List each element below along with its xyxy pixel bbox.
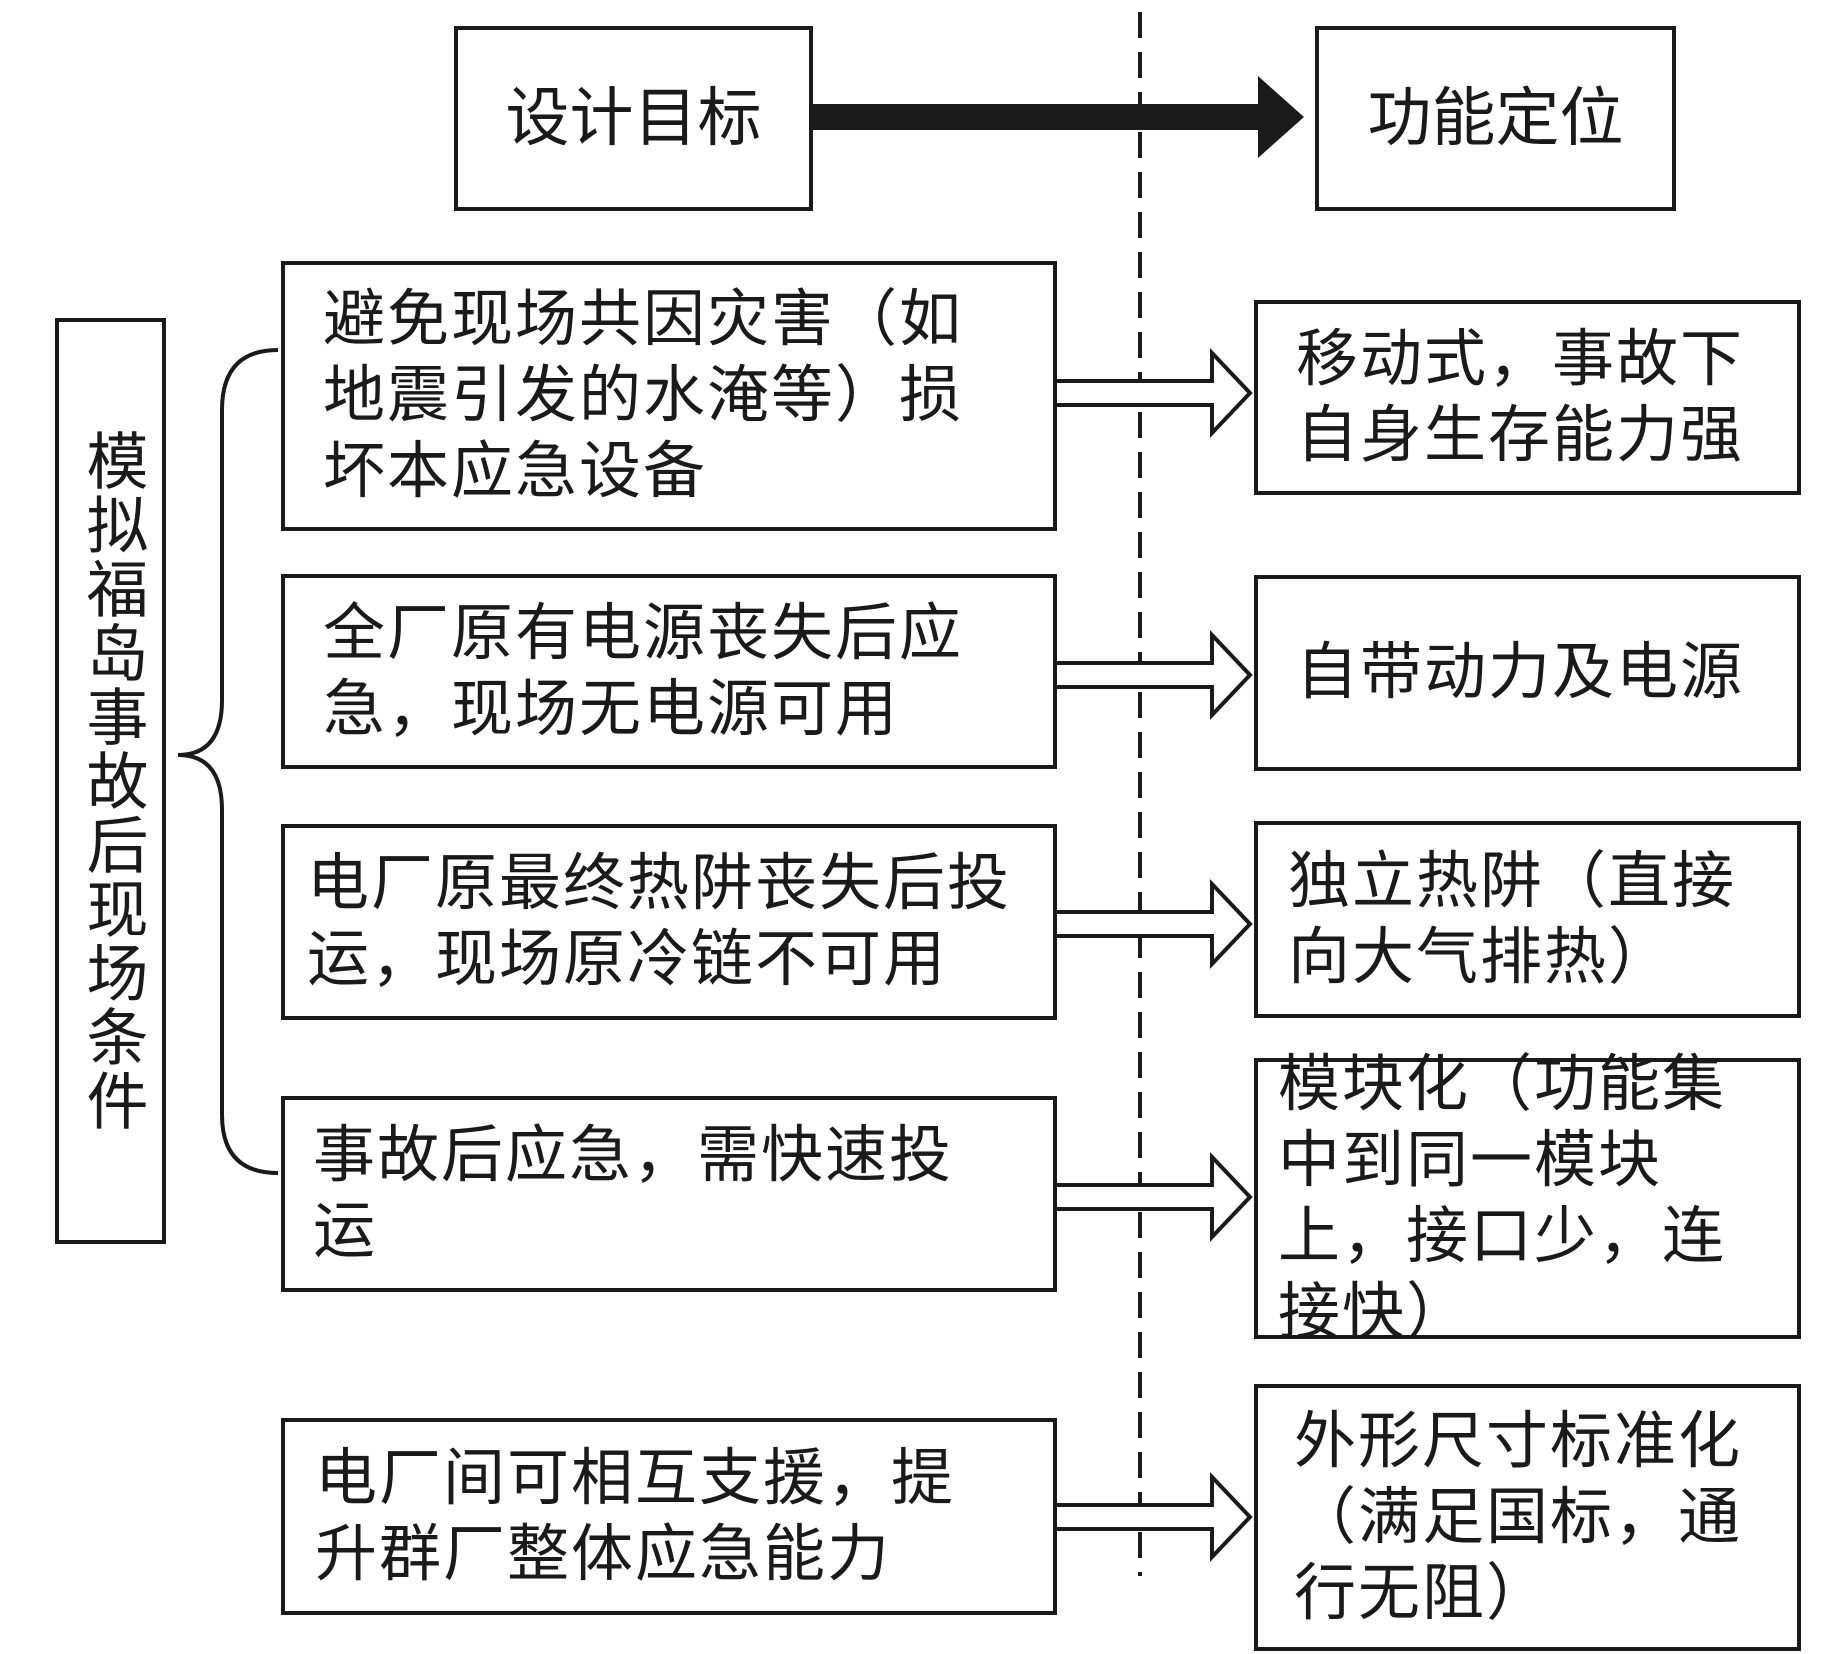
function-text: 独立热阱（直接向大气排热） xyxy=(1288,847,1737,992)
side-label: 模拟福岛事故后现场条件 xyxy=(76,429,145,1133)
header-right-label: 功能定位 xyxy=(1367,82,1624,154)
function-box-5: 外形尺寸标准化（满足国标，通行无阻） xyxy=(1254,1384,1801,1651)
function-text: 移动式，事故下自身生存能力强 xyxy=(1296,325,1745,470)
function-text: 模块化（功能集中到同一模块上，接口少，连接快） xyxy=(1278,1050,1727,1347)
hollow-arrow-3 xyxy=(1057,878,1253,970)
condition-text: 电厂间可相互支援，提升群厂整体应急能力 xyxy=(315,1444,956,1589)
function-text: 外形尺寸标准化（满足国标，通行无阻） xyxy=(1294,1407,1743,1628)
thick-arrow xyxy=(813,76,1304,158)
condition-box-4: 事故后应急，需快速投运 xyxy=(281,1096,1057,1292)
condition-text: 电厂原最终热阱丧失后投运，现场原冷链不可用 xyxy=(307,850,1012,994)
hollow-arrow-5 xyxy=(1057,1471,1253,1563)
brace xyxy=(177,348,279,1175)
function-box-4: 模块化（功能集中到同一模块上，接口少，连接快） xyxy=(1254,1051,1801,1347)
hollow-arrow-4 xyxy=(1057,1151,1253,1243)
header-function-positioning: 功能定位 xyxy=(1315,26,1676,211)
hollow-arrow-1 xyxy=(1057,347,1253,439)
function-box-1: 移动式，事故下自身生存能力强 xyxy=(1254,300,1801,495)
function-box-3: 独立热阱（直接向大气排热） xyxy=(1254,821,1801,1018)
condition-text: 事故后应急，需快速投运 xyxy=(313,1122,954,1266)
condition-box-3: 电厂原最终热阱丧失后投运，现场原冷链不可用 xyxy=(281,824,1057,1020)
condition-box-5: 电厂间可相互支援，提升群厂整体应急能力 xyxy=(281,1418,1057,1615)
header-design-goal: 设计目标 xyxy=(454,26,813,211)
function-box-2: 自带动力及电源 xyxy=(1254,575,1801,771)
condition-box-2: 全厂原有电源丧失后应急，现场无电源可用 xyxy=(281,574,1057,769)
condition-text: 全厂原有电源丧失后应急，现场无电源可用 xyxy=(323,599,964,744)
side-label-box: 模拟福岛事故后现场条件 xyxy=(55,318,166,1244)
header-left-label: 设计目标 xyxy=(505,82,762,154)
function-text: 自带动力及电源 xyxy=(1296,639,1745,707)
condition-text: 避免现场共因灾害（如地震引发的水淹等）损坏本应急设备 xyxy=(323,286,964,506)
condition-box-1: 避免现场共因灾害（如地震引发的水淹等）损坏本应急设备 xyxy=(281,261,1057,531)
hollow-arrow-2 xyxy=(1057,629,1253,721)
